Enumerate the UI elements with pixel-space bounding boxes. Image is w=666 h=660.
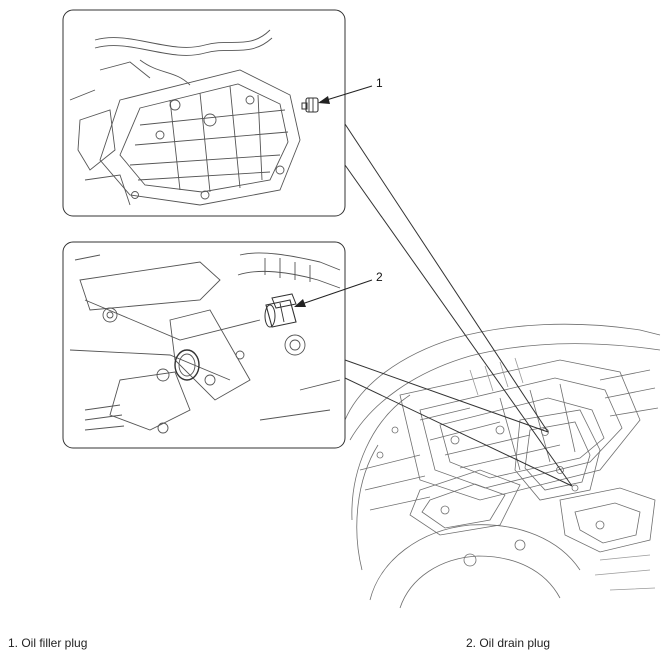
caption-oil-drain-plug: 2. Oil drain plug <box>466 636 551 650</box>
inset-frame-filler <box>62 9 346 217</box>
caption-oil-filler-plug: 1. Oil filler plug <box>8 636 88 650</box>
inset-frame-drain <box>62 241 346 449</box>
transmission-plug-diagram: 1 2 <box>62 9 661 609</box>
leader-lines <box>344 123 573 487</box>
callout-number-2: 2 <box>376 270 383 284</box>
transmission-case-drawing <box>69 29 319 206</box>
callout-1: 1 <box>318 76 383 104</box>
drain-area-drawing <box>69 252 341 434</box>
callout-2: 2 <box>294 270 383 307</box>
vehicle-underbody-drawing <box>344 323 661 609</box>
callout-number-1: 1 <box>376 76 383 90</box>
